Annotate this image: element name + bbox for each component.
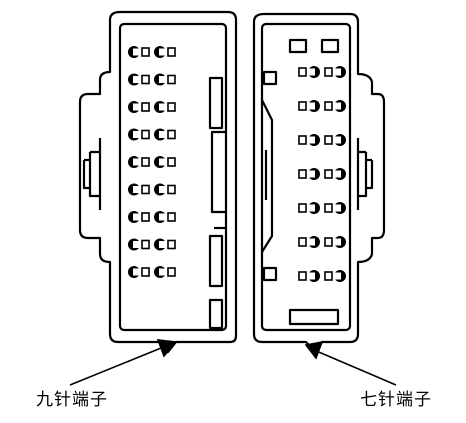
terminal-pin xyxy=(324,168,346,180)
terminal-pin xyxy=(324,66,346,78)
terminal-pin xyxy=(128,238,150,251)
seven-pin-callout-arrowhead xyxy=(304,340,324,360)
terminal-pin xyxy=(128,128,150,141)
terminal-pin xyxy=(324,236,346,248)
nine-pin-side-latch xyxy=(82,138,102,210)
nine-pin-key-middle xyxy=(208,234,224,288)
seven-pin-callout-line xyxy=(313,349,397,386)
terminal-pin xyxy=(154,156,176,168)
terminal-pin xyxy=(128,46,150,58)
seven-pin-housing-outline xyxy=(252,12,386,352)
seven-pin-left-slot-top xyxy=(262,70,278,86)
terminal-pin xyxy=(324,134,346,146)
terminal-pin xyxy=(154,101,176,113)
nine-pin-key-step xyxy=(210,130,226,214)
seven-pin-left-guide xyxy=(261,99,274,253)
terminal-pin xyxy=(324,270,346,282)
terminal-pin xyxy=(128,211,150,223)
callout-arrows xyxy=(69,339,397,386)
terminal-pin xyxy=(154,238,176,251)
terminal-pin xyxy=(154,183,176,196)
terminal-pin xyxy=(128,101,150,113)
terminal-pin xyxy=(154,128,176,141)
terminal-pin xyxy=(154,73,176,86)
terminal-pin xyxy=(128,183,150,196)
nine-pin-key-bottom xyxy=(208,298,224,330)
nine-pin-inner-cavity xyxy=(118,22,228,332)
nine-pin-callout-line xyxy=(69,345,167,386)
seven-pin-inner-cavity xyxy=(260,22,352,332)
terminal-pin xyxy=(298,66,320,78)
seven-pin-top-tab-left xyxy=(288,38,308,54)
terminal-pin xyxy=(298,236,320,248)
seven-pin-connector xyxy=(252,12,386,352)
terminal-pin xyxy=(298,270,320,282)
nine-pin-housing-outline xyxy=(78,10,238,354)
terminal-pin xyxy=(154,211,176,223)
terminal-pin xyxy=(324,100,346,112)
nine-pin-terminal-label: 九针端子 xyxy=(36,390,108,410)
terminal-pin xyxy=(128,266,150,278)
nine-pin-callout-arrowhead xyxy=(156,339,178,358)
nine-pin-key-top xyxy=(208,76,224,130)
terminal-pin xyxy=(128,73,150,86)
nine-pin-connector xyxy=(78,10,238,354)
seven-pin-side-latch xyxy=(356,138,374,210)
terminal-pin xyxy=(298,100,320,112)
terminal-pin xyxy=(154,46,176,58)
seven-pin-left-slot-bottom xyxy=(262,266,278,282)
terminal-pin xyxy=(298,134,320,146)
seven-pin-terminal-label: 七针端子 xyxy=(360,390,432,410)
nine-pin-terminal-grid xyxy=(128,46,176,278)
seven-pin-terminal-grid xyxy=(298,66,346,282)
terminal-pin xyxy=(298,168,320,180)
terminal-pin xyxy=(324,202,346,214)
terminal-pin xyxy=(154,266,176,278)
terminal-pin xyxy=(298,202,320,214)
seven-pin-bottom-tab xyxy=(288,308,340,326)
seven-pin-top-tab-right xyxy=(320,38,340,54)
terminal-pin xyxy=(128,156,150,168)
